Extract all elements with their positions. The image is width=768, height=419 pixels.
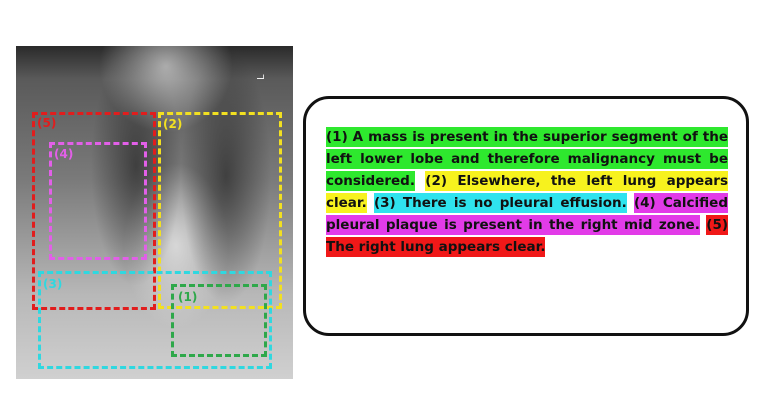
- region-box-4: [49, 142, 147, 260]
- region-box-1: [171, 284, 267, 357]
- report-text: (1) A mass is present in the superior se…: [326, 126, 729, 258]
- region-label-5: (5): [37, 116, 57, 130]
- region-box-5: [32, 112, 156, 310]
- region-box-2: [158, 112, 282, 309]
- region-label-2: (2): [163, 117, 183, 131]
- region-label-3: (3): [43, 277, 63, 291]
- region-label-4: (4): [54, 147, 74, 161]
- region-box-3: [38, 271, 272, 369]
- side-marker: L: [256, 73, 267, 80]
- report-sentence-3: (3) There is no pleural effusion.: [373, 193, 627, 213]
- region-label-1: (1): [178, 290, 198, 304]
- report-box: (1) A mass is present in the superior se…: [303, 96, 749, 336]
